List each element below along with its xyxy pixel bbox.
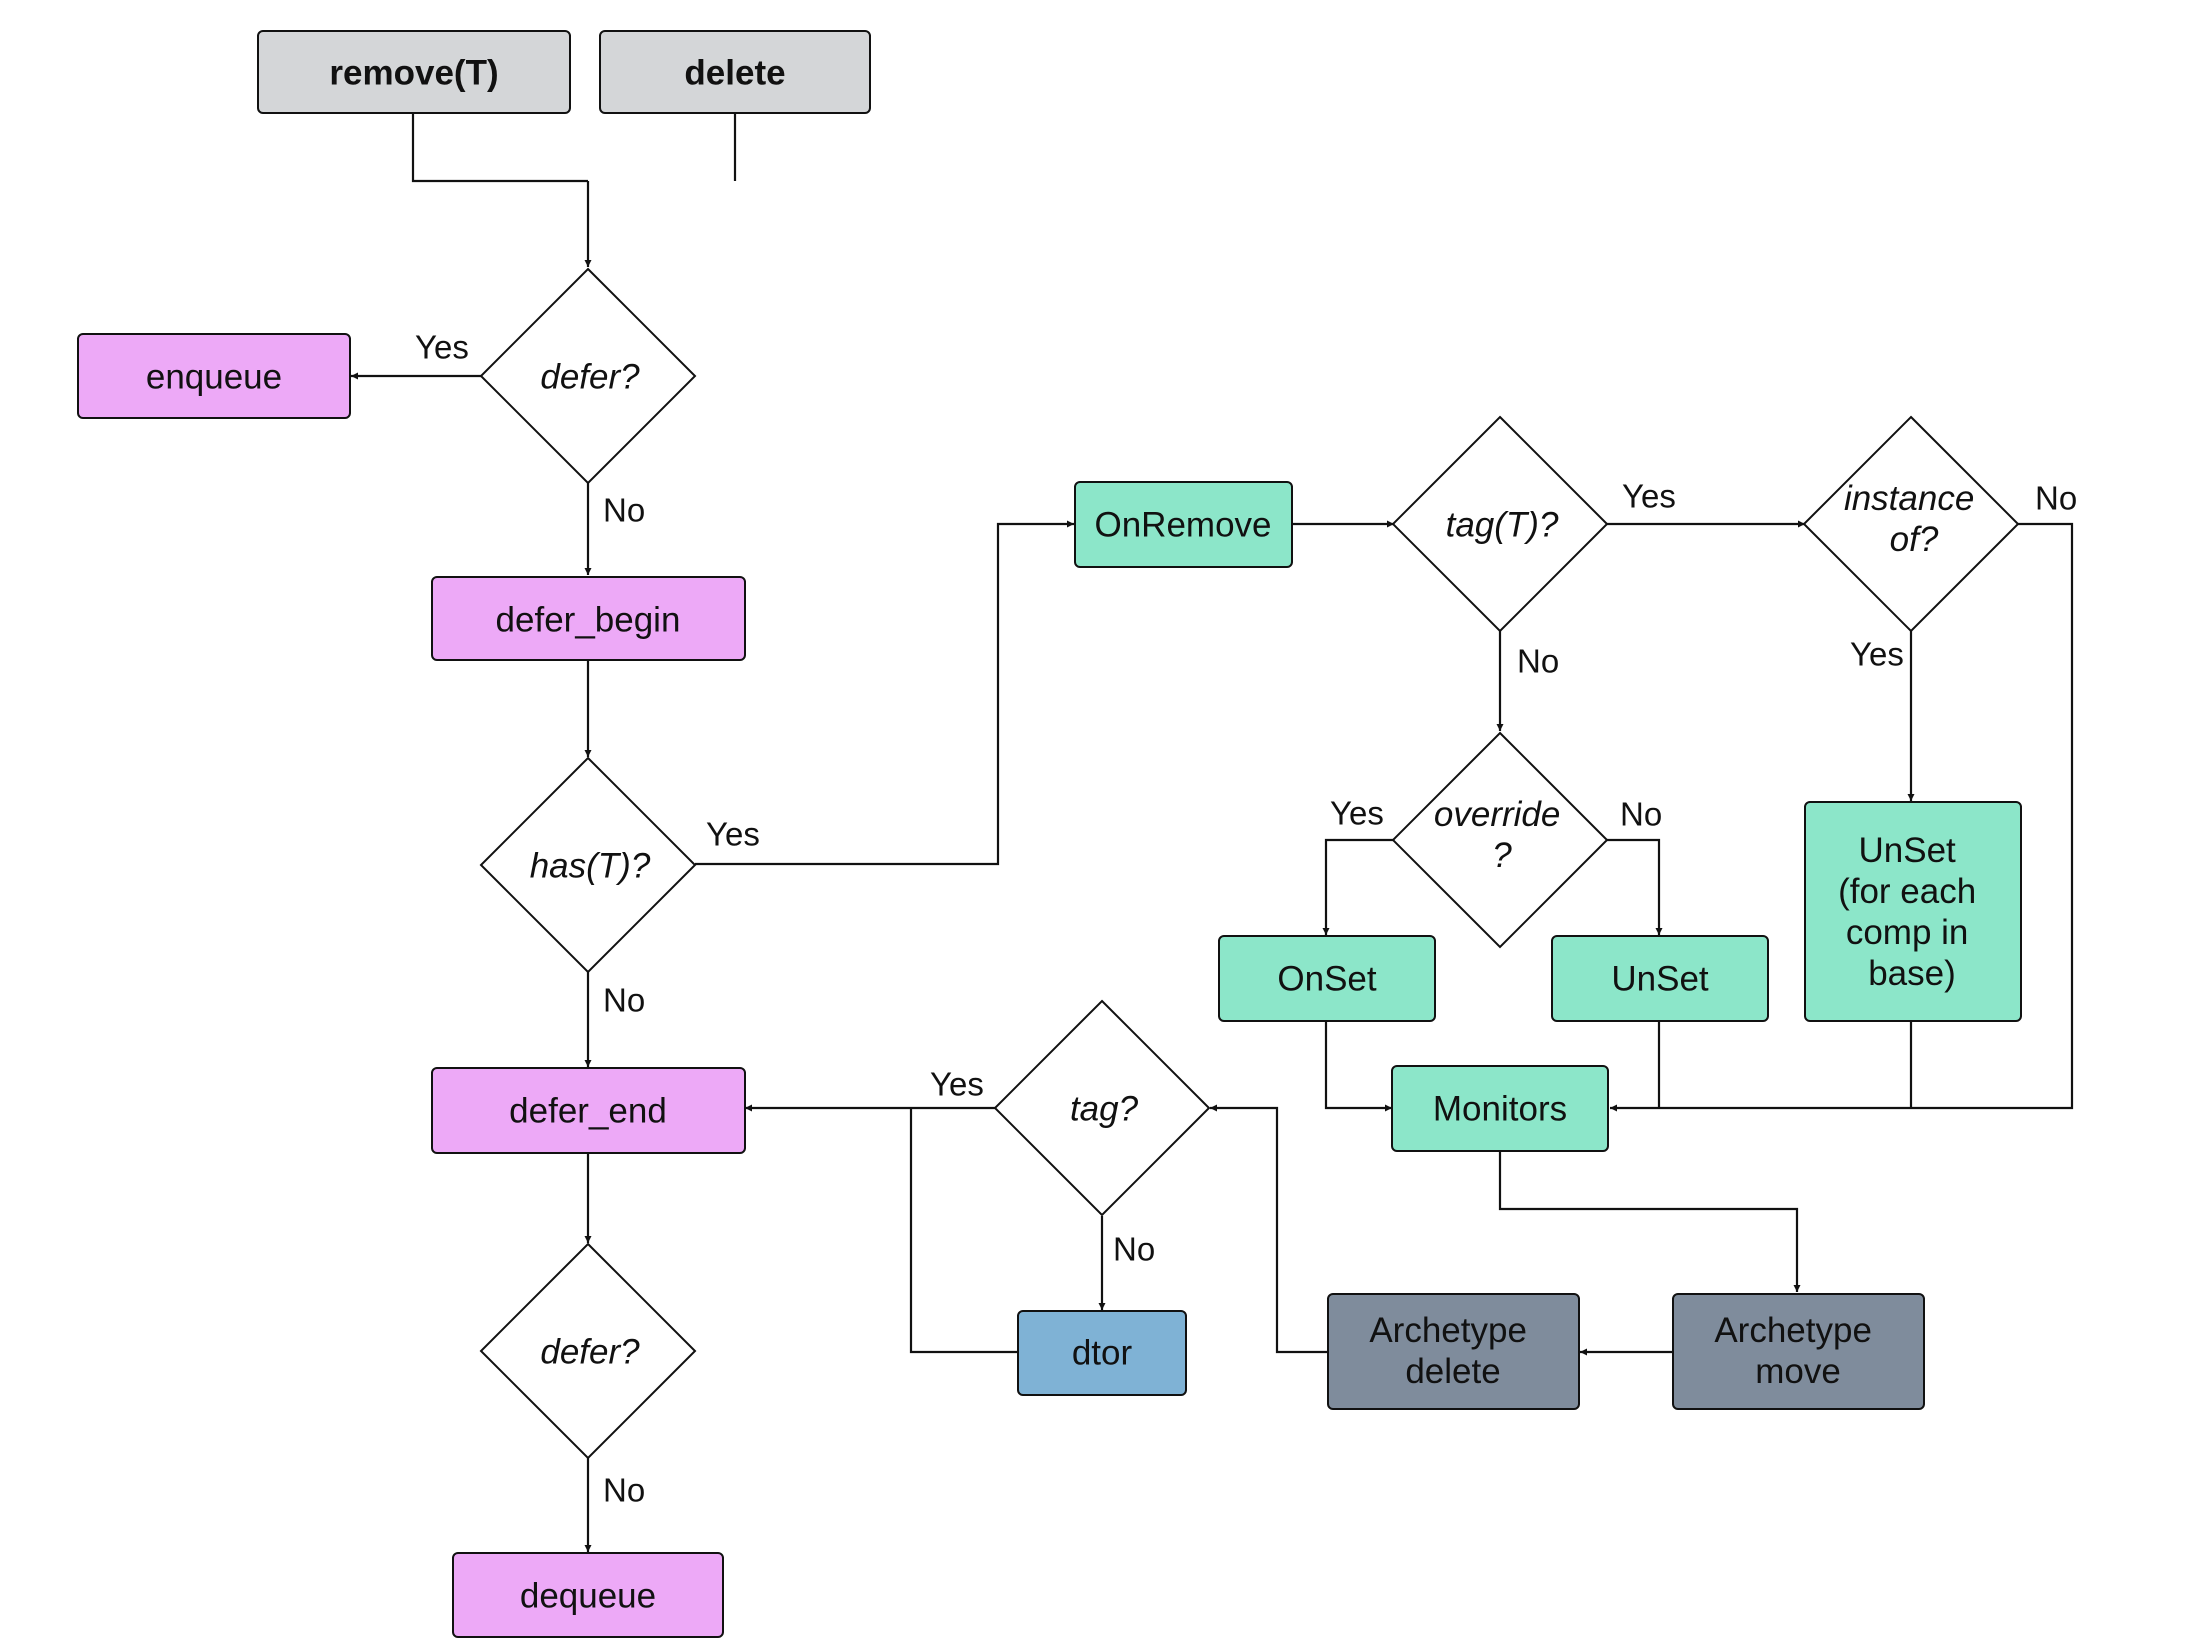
edge-labels: Yes No Yes No No Yes No No Yes Yes No Ye…: [415, 329, 2077, 1509]
nodes: remove(T) delete defer? enqueue defer_be…: [77, 30, 2022, 1638]
unset-base-node: UnSet (for each comp in base): [1804, 801, 2022, 1022]
defer-decision-bottom-label: defer?: [540, 1333, 640, 1372]
edge-instance-no-monitors: [1610, 522, 2074, 1112]
tag-label: tag?: [1070, 1090, 1139, 1129]
on-remove-label: OnRemove: [1094, 506, 1271, 545]
unset-node: UnSet: [1551, 935, 1769, 1022]
defer-end-label: defer_end: [509, 1092, 667, 1131]
defer-begin-node: defer_begin: [431, 576, 746, 661]
unset-label: UnSet: [1611, 960, 1709, 999]
label-override-yes: Yes: [1330, 795, 1384, 832]
label-has-no: No: [603, 982, 645, 1019]
enqueue-label: enqueue: [146, 358, 282, 397]
edges: [351, 113, 2074, 1552]
edge-override-unset: [1607, 838, 1663, 935]
edge-dtor-return: [909, 1108, 1018, 1354]
on-set-label: OnSet: [1277, 960, 1376, 999]
label-tag-no: No: [1113, 1231, 1155, 1268]
archetype-delete-node: Archetype delete: [1327, 1293, 1580, 1410]
edge-monitors-archetype-move: [1498, 1151, 1801, 1292]
remove-t-node: remove(T): [257, 30, 571, 114]
dequeue-label: dequeue: [520, 1577, 656, 1616]
edge-has-onremove: [695, 520, 1074, 866]
label-instance-yes: Yes: [1850, 636, 1904, 673]
has-t-decision: has(T)?: [479, 756, 697, 974]
archetype-delete-label: Archetype delete: [1369, 1311, 1536, 1391]
label-instance-no: No: [2035, 480, 2077, 517]
label-override-no: No: [1620, 796, 1662, 833]
delete-node: delete: [599, 30, 871, 114]
edge-onset-monitors: [1324, 1021, 1392, 1112]
monitors-label: Monitors: [1433, 1090, 1567, 1129]
remove-t-label: remove(T): [329, 54, 498, 93]
archetype-move-label: Archetype move: [1714, 1311, 1881, 1391]
override-decision: override ?: [1391, 731, 1609, 949]
label-defer1-yes: Yes: [415, 329, 469, 366]
on-set-node: OnSet: [1218, 935, 1436, 1022]
defer-end-node: defer_end: [431, 1067, 746, 1154]
label-defer1-no: No: [603, 492, 645, 529]
tag-t-decision: tag(T)?: [1391, 415, 1609, 633]
override-label: override ?: [1434, 795, 1570, 875]
dequeue-node: dequeue: [452, 1552, 724, 1638]
label-has-yes: Yes: [706, 816, 760, 853]
delete-label: delete: [684, 54, 785, 93]
defer-decision-bottom: defer?: [479, 1242, 697, 1460]
monitors-node: Monitors: [1391, 1065, 1609, 1152]
label-tagT-no: No: [1517, 643, 1559, 680]
tag-decision: tag?: [993, 999, 1211, 1217]
edge-override-onset: [1322, 838, 1393, 935]
edge-delete-tag: [1210, 1104, 1327, 1354]
edge-remove-merge: [411, 113, 588, 183]
unset-base-label: UnSet (for each comp in base): [1838, 831, 1986, 993]
dtor-label: dtor: [1072, 1334, 1133, 1373]
on-remove-node: OnRemove: [1074, 481, 1293, 568]
has-t-label: has(T)?: [530, 847, 651, 886]
label-defer2-no: No: [603, 1472, 645, 1509]
instance-of-decision: instance of?: [1802, 415, 2020, 633]
defer-decision-top: defer?: [479, 267, 697, 485]
tag-t-label: tag(T)?: [1446, 506, 1559, 545]
instance-of-label: instance of?: [1844, 479, 1984, 559]
label-tagT-yes: Yes: [1622, 478, 1676, 515]
archetype-move-node: Archetype move: [1672, 1293, 1925, 1410]
defer-decision-top-label: defer?: [540, 358, 640, 397]
label-tag-yes: Yes: [930, 1066, 984, 1103]
defer-begin-label: defer_begin: [496, 601, 681, 640]
dtor-node: dtor: [1017, 1310, 1187, 1396]
enqueue-node: enqueue: [77, 333, 351, 419]
